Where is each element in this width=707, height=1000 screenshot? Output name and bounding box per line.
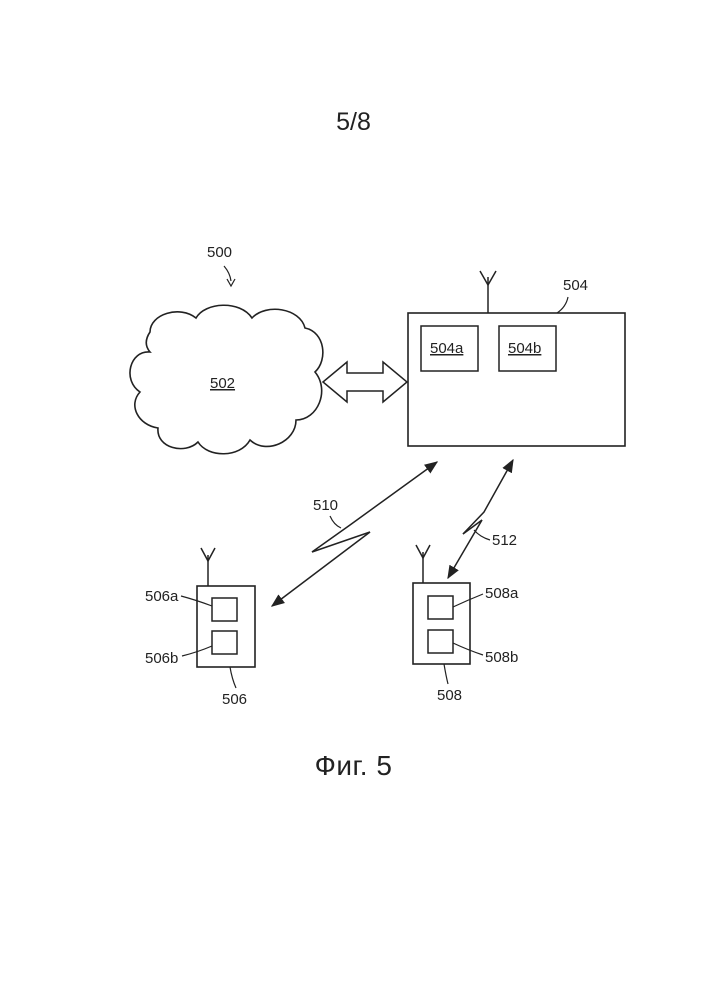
network-label: 502 xyxy=(210,375,235,392)
base-component-b-label: 504b xyxy=(508,340,541,357)
terminal-2-label: 508 xyxy=(437,687,462,704)
terminal-1-component-a-label: 506a xyxy=(145,588,179,605)
terminal-1-leader xyxy=(230,667,236,688)
link-1-label: 510 xyxy=(313,497,338,514)
figure-caption: Фиг. 5 xyxy=(0,750,707,782)
terminal-1-label: 506 xyxy=(222,691,247,708)
base-component-a-label: 504a xyxy=(430,340,464,357)
base-station: 504a 504b xyxy=(408,271,625,446)
link-1-leader xyxy=(330,516,341,528)
link-1-lower xyxy=(272,532,370,606)
terminal-2-component-a-box xyxy=(428,596,453,619)
terminal-2-component-a-label: 508a xyxy=(485,585,519,602)
system-label: 500 xyxy=(207,244,232,261)
terminal-2-box xyxy=(413,583,470,664)
wireless-link-2 xyxy=(448,460,513,578)
terminal-1-component-b-label: 506b xyxy=(145,650,178,667)
link-2-lower xyxy=(448,520,482,578)
terminal-1-component-b-box xyxy=(212,631,237,654)
base-station-label: 504 xyxy=(563,277,588,294)
base-station-leader xyxy=(557,297,568,313)
terminal-2-component-b-leader xyxy=(453,643,483,655)
terminal-2-leader xyxy=(444,664,448,684)
terminal-2-component-a-leader xyxy=(453,594,483,607)
terminal-1-component-a-box xyxy=(212,598,237,621)
link-2-zigzag xyxy=(463,520,482,534)
link-2-label: 512 xyxy=(492,532,517,549)
link-2-leader xyxy=(474,530,490,540)
link-2-upper xyxy=(463,460,513,534)
terminal-2-component-b-label: 508b xyxy=(485,649,518,666)
link-1-zigzag xyxy=(312,532,370,552)
base-station-box xyxy=(408,313,625,446)
network-link-arrow xyxy=(323,362,407,402)
terminal-2-component-b-box xyxy=(428,630,453,653)
